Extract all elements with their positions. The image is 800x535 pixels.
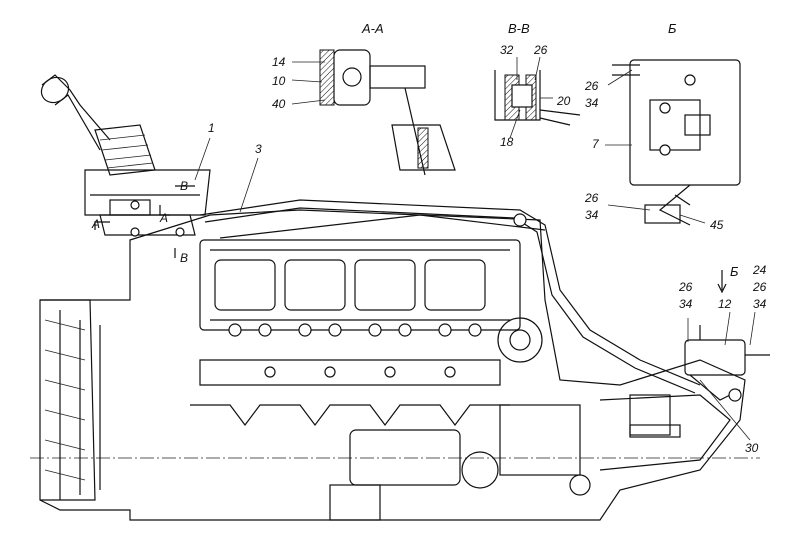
section-aa-title: А-А xyxy=(362,21,384,36)
part-label: 24 xyxy=(753,263,767,277)
part-label: 30 xyxy=(745,441,759,455)
part-label: 7 xyxy=(592,137,599,151)
section-mark: А xyxy=(160,211,169,225)
part-label: 3 xyxy=(255,142,262,156)
section-bb-title: В-В xyxy=(508,21,530,36)
section-marks xyxy=(94,185,195,258)
view-b-arrow xyxy=(717,270,727,294)
view-b-title: Б xyxy=(668,21,677,36)
engine-block xyxy=(39,209,746,521)
part-label: 14 xyxy=(272,55,286,69)
part-label: 26 xyxy=(585,79,599,93)
part-label: 40 xyxy=(272,97,286,111)
section-mark: А xyxy=(92,217,101,231)
section-bb-detail xyxy=(494,70,581,126)
leader-lines xyxy=(194,56,756,441)
part-label: 34 xyxy=(585,96,599,110)
section-mark: В xyxy=(180,179,189,193)
part-label: 1 xyxy=(208,121,215,135)
part-label: 34 xyxy=(753,297,767,311)
lever-12-detail xyxy=(684,325,770,402)
part-label: 34 xyxy=(585,208,599,222)
pump-housing xyxy=(499,404,581,476)
section-aa-detail xyxy=(319,49,456,176)
part-label: 26 xyxy=(585,191,599,205)
part-label: 26 xyxy=(534,43,548,57)
part-label: 34 xyxy=(679,297,693,311)
part-label: 32 xyxy=(500,43,514,57)
bolt-row xyxy=(228,323,482,337)
part-label: 26 xyxy=(679,280,693,294)
section-mark: В xyxy=(180,251,189,265)
control-rod xyxy=(199,199,701,394)
part-label: 26 xyxy=(753,280,767,294)
view-b-arrow-label: Б xyxy=(730,264,739,279)
starter-motor xyxy=(349,429,461,486)
part-label: 18 xyxy=(500,135,514,149)
view-b-detail xyxy=(612,59,741,226)
part-label: 12 xyxy=(718,297,732,311)
part-label: 10 xyxy=(272,74,286,88)
gearshift-lever xyxy=(40,74,211,237)
part-label: 20 xyxy=(557,94,571,108)
part-label: 45 xyxy=(710,218,724,232)
